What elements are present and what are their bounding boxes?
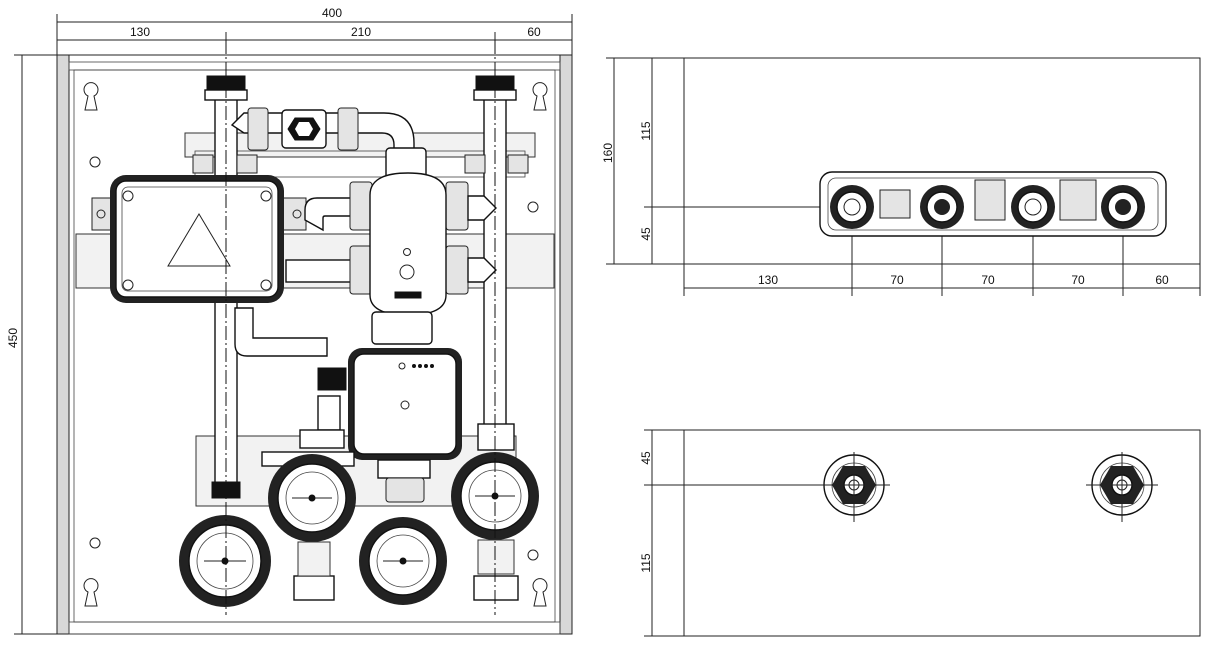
circulation-pump [348,311,462,503]
port-1 [830,185,874,229]
dim-label-130: 130 [130,25,150,39]
thermometer-valve-mid-upper [261,451,356,601]
dimension-height: 450 [6,54,58,635]
housing-frame [56,54,573,635]
center-lines [225,40,496,615]
warning-triangle-icon [167,213,231,267]
dim-label-450: 450 [6,328,20,348]
dim-label-60: 60 [1155,273,1169,287]
dim-label-115: 115 [639,121,653,140]
dim-label-70: 70 [1071,273,1085,287]
dim-label-400: 400 [322,6,342,20]
dim-label-160: 160 [601,143,615,163]
check-valve [299,367,347,449]
bottom-view-vertical-dims: 45 115 [639,429,854,637]
port-4 [1101,185,1145,229]
dim-label-45: 45 [639,451,653,465]
dim-label-60: 60 [527,25,541,39]
thermometer-valve-mid-lower [359,517,447,605]
dim-label-115: 115 [639,553,653,572]
dimension-segments: 130 210 60 [57,25,572,48]
thermometer-valve-left [179,481,271,607]
dim-label-210: 210 [351,25,371,39]
mixing-valve [349,147,497,316]
bottom-port-right [1086,452,1158,522]
dimension-total-width: 400 [56,6,573,58]
port-2 [920,185,964,229]
dim-label-70: 70 [890,273,904,287]
dim-label-45: 45 [639,227,653,241]
front-view: 400 130 210 60 450 [6,6,573,635]
junction-box [91,175,307,303]
dim-label-70: 70 [981,273,995,287]
top-fitting [230,107,415,164]
bottom-view: 45 115 [639,429,1201,637]
connection-pipe [234,197,357,357]
rail-clamp [192,154,529,174]
bottom-port-left [818,452,890,522]
dim-label-130: 130 [758,273,778,287]
thermometer-valve-right [451,423,539,601]
port-3 [1011,185,1055,229]
top-view-vertical-dims: 160 115 45 [601,57,684,265]
bottom-view-housing [683,429,1201,637]
top-view: 160 115 45 130 70 70 70 60 [601,57,1201,296]
keyhole-mount [83,82,548,607]
top-view-manifold [819,171,1167,237]
